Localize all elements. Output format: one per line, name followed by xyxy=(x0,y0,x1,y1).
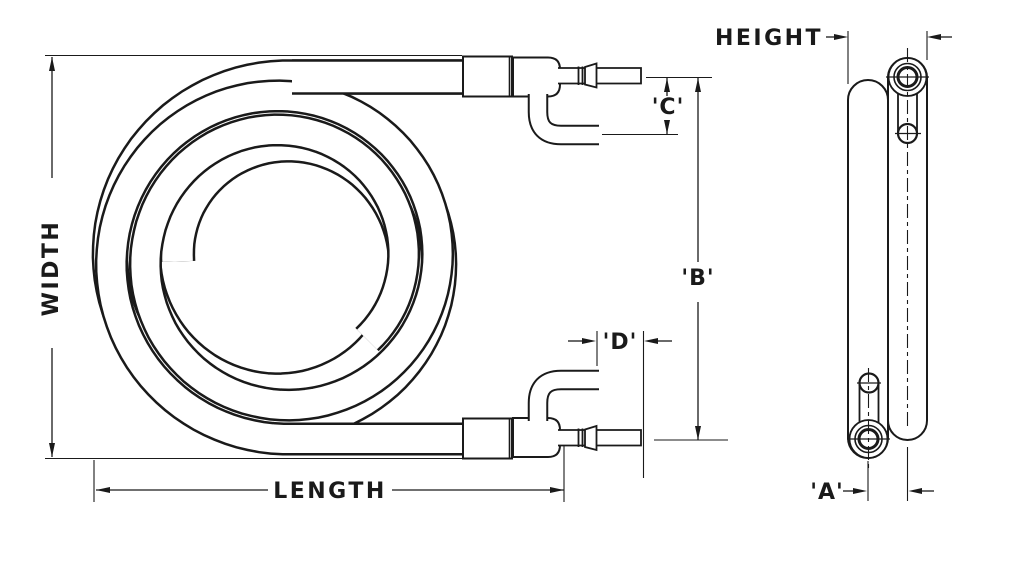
front-view-coil xyxy=(91,59,465,456)
dim-b-arrow-down xyxy=(695,426,701,440)
top-fitting-body xyxy=(512,56,561,98)
dim-height-arrow-right xyxy=(834,34,848,40)
dim-c-arrow-down xyxy=(664,120,670,134)
dim-d-arrow-right xyxy=(582,338,596,344)
dim-a: 'A' xyxy=(810,447,934,505)
dim-width-arrow-down xyxy=(49,443,55,457)
top-branch-body xyxy=(529,94,599,144)
top-fitting xyxy=(462,55,642,146)
bottom-fitting-body xyxy=(512,417,561,458)
side-top-fitting xyxy=(886,48,929,430)
dim-d: 'D' xyxy=(568,330,672,478)
dim-d-arrow-left xyxy=(644,338,658,344)
height-label: HEIGHT xyxy=(715,26,823,51)
bottom-ferrule-flare xyxy=(584,424,598,452)
bottom-coupling-block xyxy=(462,417,513,460)
dim-c: 'C' xyxy=(602,76,712,136)
side-bottom-fitting xyxy=(847,368,890,470)
dim-length-arrow-left xyxy=(96,487,110,493)
d-label: 'D' xyxy=(603,330,638,355)
dim-b: 'B' xyxy=(654,78,728,441)
width-label: WIDTH xyxy=(39,220,64,317)
dimensions: WIDTH LENGTH 'C' xyxy=(39,26,952,505)
dim-width: WIDTH xyxy=(39,54,462,460)
b-label: 'B' xyxy=(681,266,714,291)
dim-width-arrow-up xyxy=(49,57,55,71)
length-label: LENGTH xyxy=(273,479,387,504)
dim-a-arrow-right xyxy=(853,488,867,494)
bottom-branch-body xyxy=(529,371,599,421)
dim-b-arrow-up xyxy=(695,78,701,92)
top-coupling-block xyxy=(462,55,513,98)
dim-height: HEIGHT xyxy=(715,26,952,84)
top-ferrule-flare xyxy=(584,62,598,89)
c-label: 'C' xyxy=(652,95,685,120)
dim-length-arrow-right xyxy=(550,487,564,493)
dim-length: LENGTH xyxy=(93,446,565,504)
dim-c-arrow-up xyxy=(664,78,670,92)
a-label: 'A' xyxy=(810,480,844,505)
bottom-fitting xyxy=(462,369,642,460)
dim-height-arrow-left xyxy=(927,34,941,40)
bottom-stub-tube xyxy=(558,429,642,447)
top-stub-tube xyxy=(558,67,642,85)
side-view-coil xyxy=(847,48,929,470)
dim-a-arrow-left xyxy=(908,488,922,494)
coil-spiral-out-body xyxy=(97,81,465,453)
